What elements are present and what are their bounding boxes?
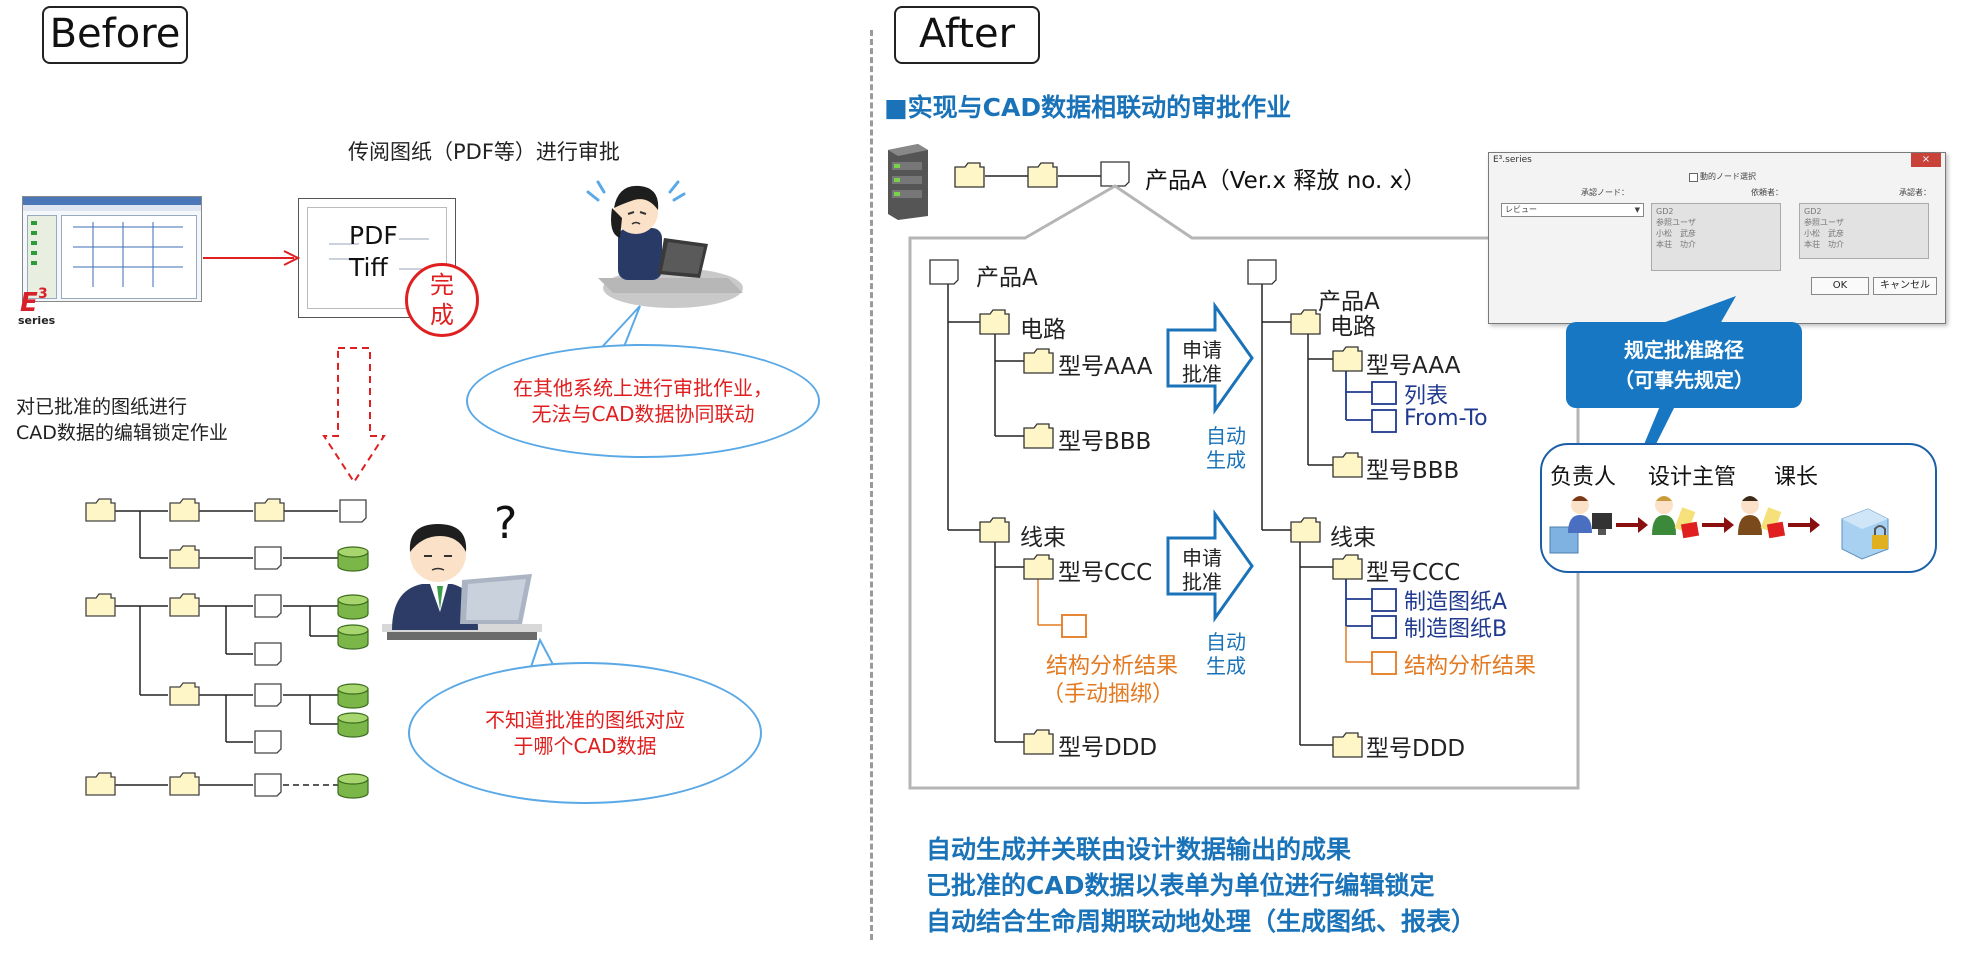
right-tree-drawing-b: 制造图纸B <box>1404 617 1508 642</box>
section-divider <box>870 30 873 940</box>
approval-route-box: 负责人 设计主管 课长 <box>1540 443 1937 573</box>
summary-line2: 已批准的CAD数据以表单为单位进行编辑锁定 <box>926 871 1435 900</box>
approval-route-callout: 规定批准路径 （可事先规定） <box>1566 322 1802 408</box>
dynamic-node-label: 動的ノード選択 <box>1700 172 1756 181</box>
right-tree-fromto: From-To <box>1404 406 1488 431</box>
left-tree-harness: 线束 <box>1020 525 1066 551</box>
role-person-in-charge: 负责人 <box>1550 465 1617 490</box>
server-icon <box>884 142 930 220</box>
arrow1-label-line2: 批准 <box>1182 362 1222 386</box>
after-subtitle: ■实现与CAD数据相联动的审批作业 <box>884 93 1292 122</box>
after-header: After <box>894 6 1040 64</box>
approver-list[interactable]: GD2 参照ユーザ 小松 武彦 本荘 功介 <box>1799 203 1929 259</box>
right-tree-bbb: 型号BBB <box>1366 458 1460 484</box>
summary-line1: 自动生成并关联由设计数据输出的成果 <box>926 835 1352 864</box>
role-section-chief: 课长 <box>1774 465 1819 490</box>
auto2-line2: 生成 <box>1206 654 1246 678</box>
right-tree-drawing-a: 制造图纸A <box>1404 590 1508 615</box>
right-tree-aaa: 型号AAA <box>1366 353 1461 379</box>
arrow2-label-line1: 申请 <box>1182 546 1222 570</box>
left-tree-aaa: 型号AAA <box>1058 354 1153 380</box>
left-tree-analysis-line1: 结构分析结果 <box>1046 654 1179 679</box>
right-tree-harness: 线束 <box>1330 525 1376 551</box>
before-header: Before <box>42 6 188 64</box>
auto1-line2: 生成 <box>1206 448 1246 472</box>
left-tree-ddd: 型号DDD <box>1058 735 1158 761</box>
role-design-manager: 设计主管 <box>1648 465 1737 490</box>
right-tree-root: 产品A <box>1318 289 1380 315</box>
pdf-document: PDF Tiff <box>298 198 456 318</box>
left-tree-root: 产品A <box>976 265 1038 291</box>
right-tree-list: 列表 <box>1404 384 1449 409</box>
approver-label: 承認者： <box>1899 188 1931 197</box>
question-mark: ? <box>494 498 518 549</box>
product-title: 产品A（Ver.x 释放 no. x） <box>1145 168 1427 194</box>
left-tree-bbb: 型号BBB <box>1058 429 1152 455</box>
approve-node-select[interactable]: レビュー▼ <box>1501 203 1644 217</box>
bubble-unknown-cad: 不知道批准的图纸对应于哪个CAD数据 <box>408 662 762 804</box>
summary-line3: 自动结合生命周期联动地处理（生成图纸、报表） <box>926 907 1477 936</box>
left-tree-ccc: 型号CCC <box>1058 560 1153 586</box>
right-tree-ccc: 型号CCC <box>1366 560 1461 586</box>
e3-series-logo: E 3 series <box>18 286 56 327</box>
cad-screenshot-thumbnail <box>22 196 202 302</box>
approval-flow-icons <box>1549 496 1889 560</box>
pdf-label: PDF <box>349 221 398 250</box>
arrow1-label-line1: 申请 <box>1182 338 1222 362</box>
right-tree-ddd: 型号DDD <box>1366 736 1466 762</box>
dynamic-node-checkbox[interactable] <box>1689 173 1698 182</box>
lock-text-line2: CAD数据的编辑锁定作业 <box>16 422 228 444</box>
requester-list[interactable]: GD2 参照ユーザ 小松 武彦 本荘 功介 <box>1651 203 1781 271</box>
auto1-line1: 自动 <box>1206 424 1246 448</box>
right-tree-circuit: 电路 <box>1330 314 1376 340</box>
right-tree-analysis: 结构分析结果 <box>1404 654 1537 679</box>
ok-button[interactable]: OK <box>1811 277 1869 295</box>
dialog-title: E³.series <box>1493 155 1532 165</box>
arrow2-label-line2: 批准 <box>1182 570 1222 594</box>
bubble-other-system: 在其他系统上进行审批作业，无法与CAD数据协同联动 <box>466 344 820 458</box>
approval-dialog: E³.series × 動的ノード選択 承認ノード： 依頼者： 承認者： レビュ… <box>1488 152 1946 324</box>
complete-stamp: 完 成 <box>405 263 479 337</box>
tiff-label: Tiff <box>349 253 388 282</box>
cancel-button[interactable]: キャンセル <box>1873 277 1937 295</box>
left-tree-circuit: 电路 <box>1020 317 1066 343</box>
left-tree-analysis-line2: （手动捆绑） <box>1042 682 1175 707</box>
lock-text-line1: 对已批准的图纸进行 <box>16 396 188 418</box>
requester-label: 依頼者： <box>1751 188 1783 197</box>
circulate-text: 传阅图纸（PDF等）进行审批 <box>348 140 620 164</box>
approve-node-label: 承認ノード： <box>1581 188 1629 197</box>
auto2-line1: 自动 <box>1206 630 1246 654</box>
confused-man-illustration <box>382 512 542 652</box>
dialog-close-icon[interactable]: × <box>1911 153 1941 167</box>
worried-woman-illustration <box>578 178 744 314</box>
